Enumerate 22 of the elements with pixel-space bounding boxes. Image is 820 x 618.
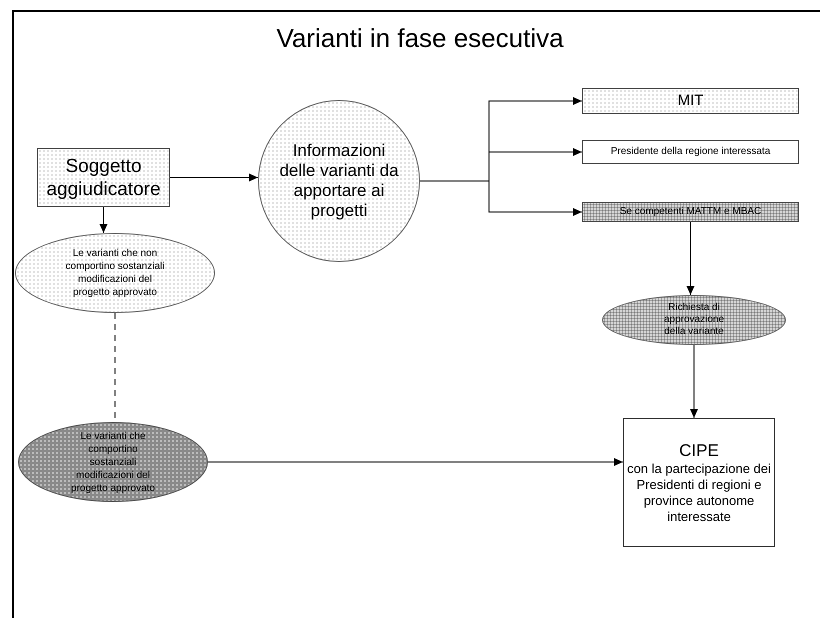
diagram-title: Varianti in fase esecutiva — [275, 22, 565, 54]
arrow — [208, 458, 624, 466]
node-label: Presidente della regione interessata — [610, 146, 770, 158]
node-description: con la partecipazione dei Presidenti di regioni e province autonome interessate — [626, 460, 772, 524]
node-label: Richiesta di approvazione della variante — [662, 302, 726, 338]
process-box — [582, 140, 799, 164]
process-box — [37, 148, 170, 207]
process-box — [582, 202, 799, 222]
process-box — [623, 418, 775, 547]
node-label: Se competenti MATTM e MBAC — [620, 206, 762, 218]
arrow — [170, 174, 258, 182]
node-label: Informazioni delle varianti da apportare ai progetti — [278, 141, 400, 221]
arrow — [690, 344, 698, 418]
node-label: Le varianti che non comportino sostanziali modificazioni del progetto approvato — [64, 247, 166, 299]
node-label: Le varianti che comportino sostanziali modificazioni del progetto approvato — [70, 430, 156, 494]
arrow — [100, 206, 108, 234]
node-label: CIPE — [679, 440, 719, 460]
node-label: MIT — [678, 92, 704, 110]
node-label: Soggetto aggiudicatore — [45, 154, 162, 200]
arrow — [686, 222, 694, 296]
process-box — [582, 88, 799, 114]
arrow — [420, 180, 582, 216]
